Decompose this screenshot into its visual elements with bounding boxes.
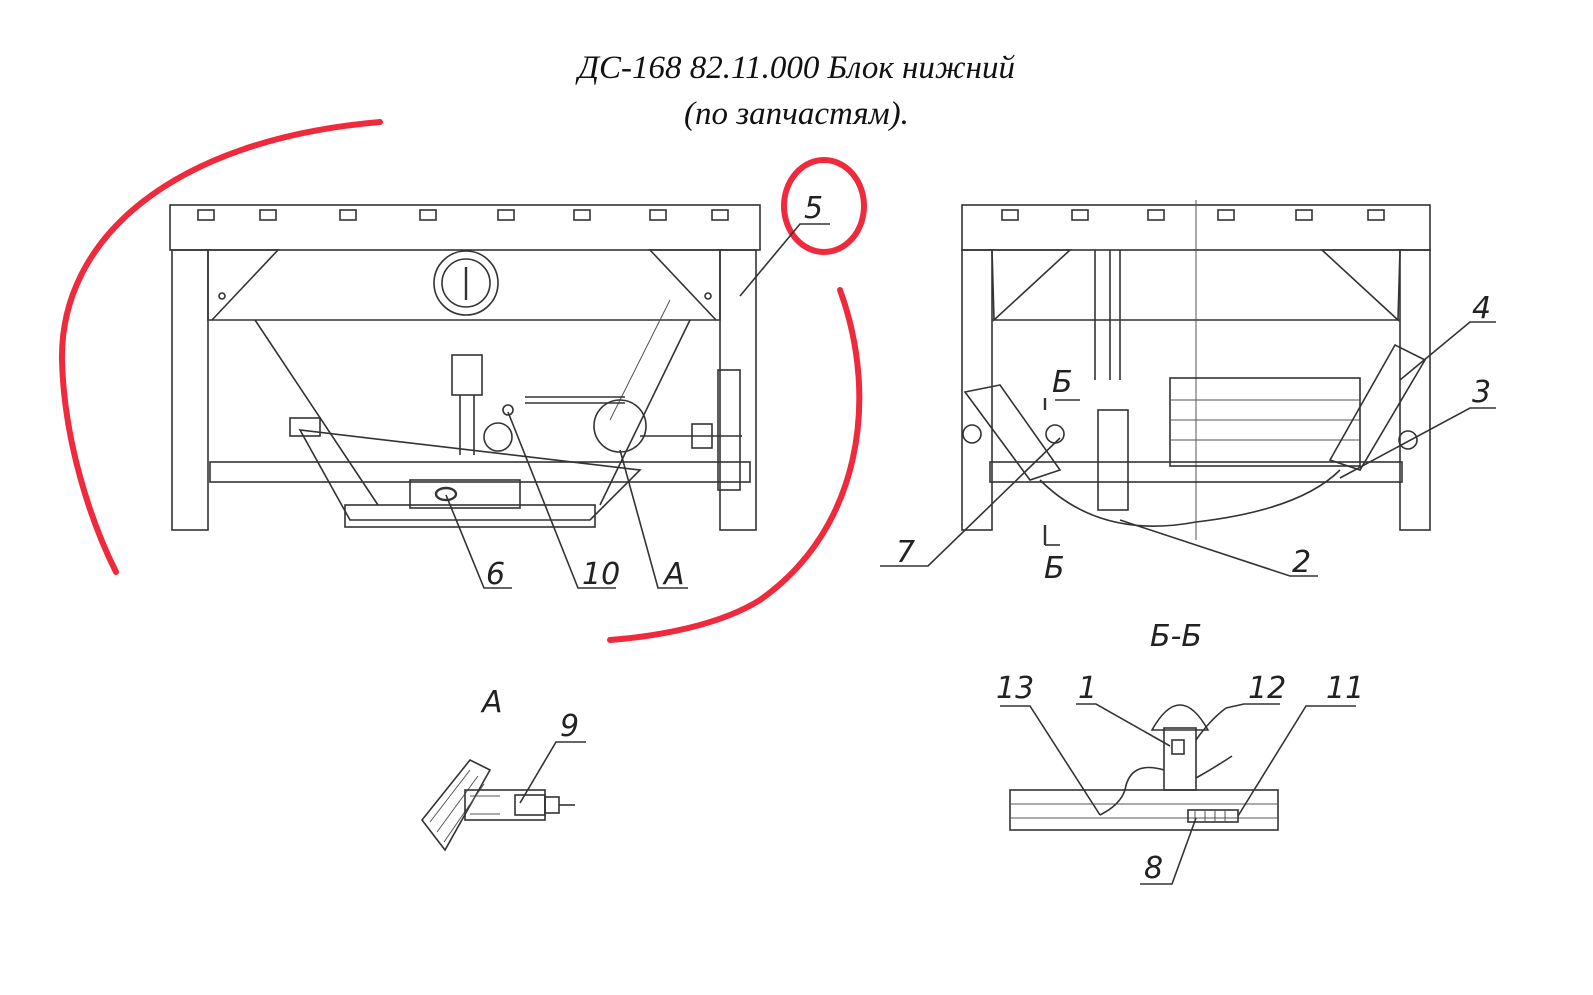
section-bb-view (1009, 704, 1279, 831)
title-line-1: ДС-168 82.11.000 Блок нижний (578, 50, 1015, 86)
callout-a: A (662, 557, 685, 592)
callout-10: 10 (582, 557, 620, 592)
section-bb-label: Б-Б (1150, 619, 1202, 654)
callout-12: 12 (1248, 671, 1286, 706)
callout-labels: 5 6 10 A 4 3 7 2 Б Б A 9 Б-Б 13 1 12 11 … (480, 191, 1491, 886)
callout-8: 8 (1144, 851, 1163, 886)
leader-lines (445, 223, 1496, 885)
red-highlight-marks (58, 119, 867, 643)
title-line-2: (по запчастям). (684, 96, 909, 132)
callout-13: 13 (996, 671, 1034, 706)
side-view (961, 200, 1431, 546)
callout-6: 6 (486, 557, 505, 592)
callout-4: 4 (1472, 291, 1491, 326)
section-mark-b-top: Б (1052, 365, 1073, 400)
callout-5: 5 (804, 191, 823, 226)
front-view (169, 204, 761, 531)
callout-3: 3 (1472, 375, 1491, 410)
section-mark-b-bottom: Б (1044, 551, 1065, 586)
callout-7: 7 (896, 535, 915, 570)
callout-2: 2 (1292, 545, 1311, 580)
callout-1: 1 (1078, 671, 1097, 706)
detail-a-view (420, 758, 575, 852)
callout-11: 11 (1326, 671, 1364, 706)
callout-9: 9 (560, 709, 579, 744)
detail-a-label: A (480, 685, 503, 720)
